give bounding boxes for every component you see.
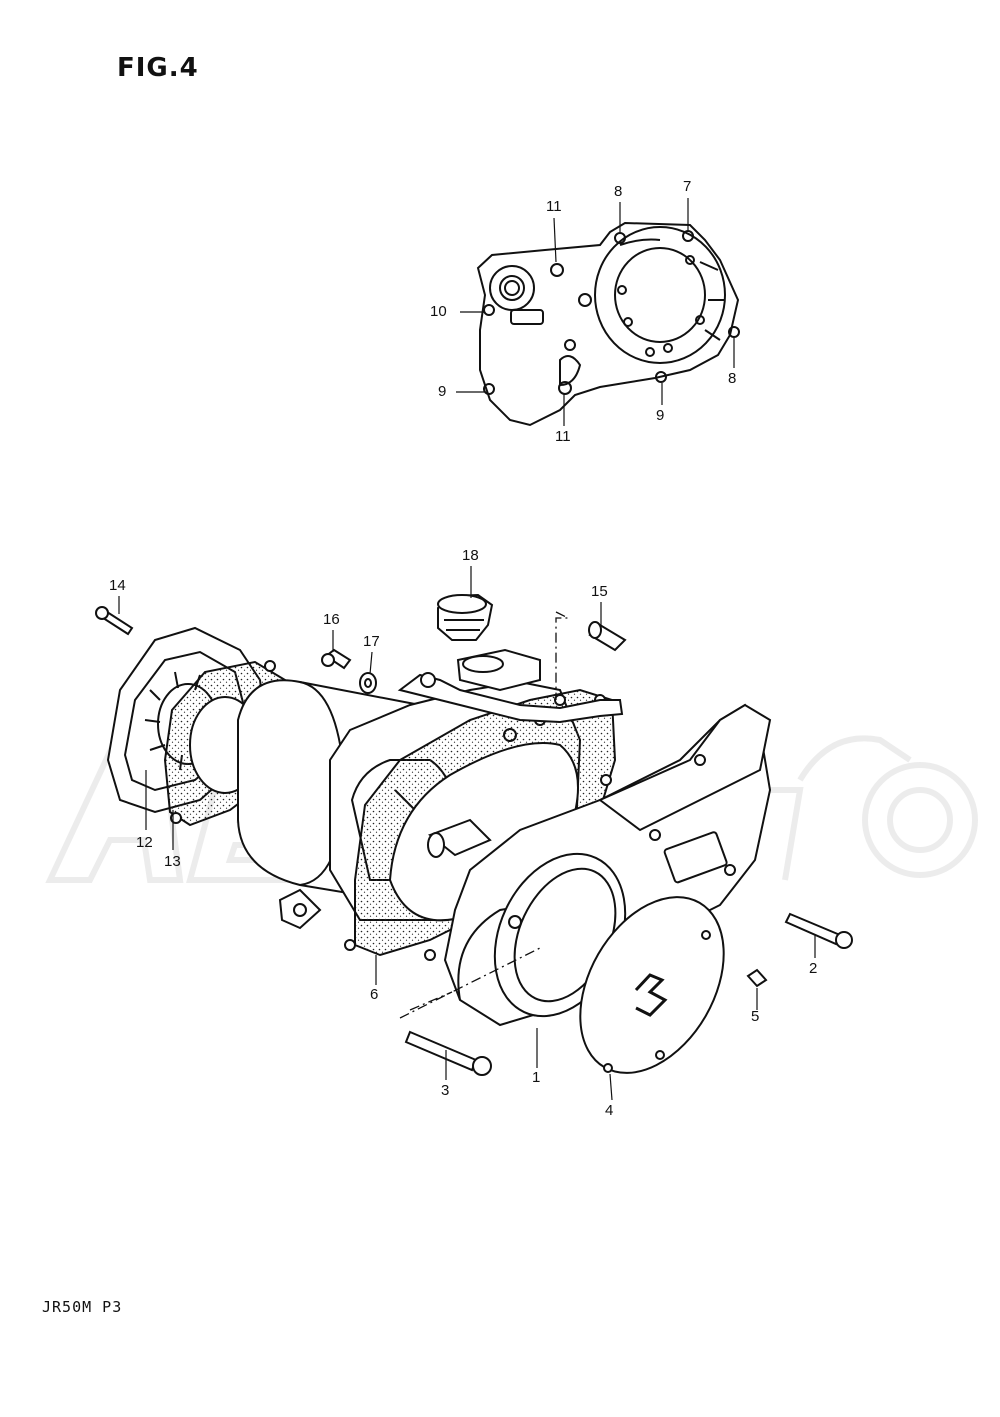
inset-clutch-ring-outer [594,226,726,364]
callout-5: 5 [751,1008,760,1025]
callout-18: 18 [462,547,479,564]
callout-13: 13 [164,853,181,870]
callout-9-left: 9 [438,383,447,400]
inset-label-plate [510,309,544,325]
part-18-filler-cap [437,593,494,641]
callout-14: 14 [109,577,126,594]
figure-code: JR50M P3 [42,1298,123,1316]
part-17-washer [359,672,377,694]
callout-8-top: 8 [614,183,623,200]
part-2-screw [784,912,853,949]
callout-2: 2 [809,960,818,977]
part-15-collar [588,621,627,652]
callout-11-top: 11 [546,198,562,215]
callout-6: 6 [370,986,379,1003]
figure-title: FIG.4 [117,53,199,83]
inset-clutch-ring-inner [614,247,706,343]
callout-16: 16 [323,611,340,628]
callout-leaders [118,198,816,1101]
callout-12: 12 [136,834,153,851]
callout-9-right: 9 [656,407,665,424]
inset-crankcase-cover-view [476,221,740,427]
callout-4: 4 [605,1102,614,1119]
part-14-screw [95,606,134,636]
part-16-bolt [321,648,352,670]
callout-7: 7 [683,178,692,195]
inset-oil-filler-inner [499,275,525,301]
breather-hose [397,648,624,724]
callout-17: 17 [363,633,380,650]
callout-8-right: 8 [728,370,737,387]
inset-cover-outline [476,221,740,427]
callout-11-bottom: 11 [555,428,571,445]
callout-10: 10 [430,303,447,320]
callout-1: 1 [532,1069,541,1086]
callout-15: 15 [591,583,608,600]
part-5-screw [746,968,768,988]
part-4-logo-cap [579,896,725,1074]
alignment-lines [399,611,569,1019]
part-3-screw [404,1030,492,1076]
crankshaft-stub [427,818,492,858]
inset-oil-filler-outer [489,265,535,311]
callout-3: 3 [441,1082,450,1099]
